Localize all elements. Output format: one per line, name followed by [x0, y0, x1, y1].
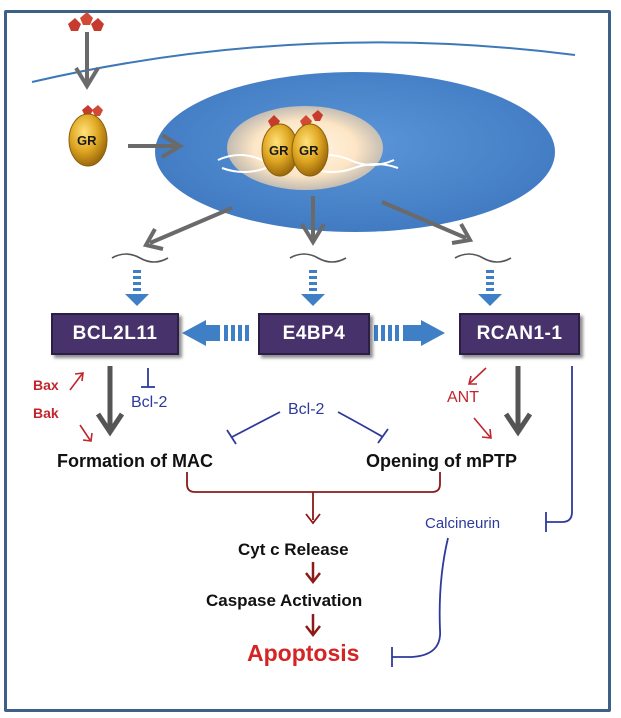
bax-label: Bax: [33, 377, 59, 393]
gene-box-bcl2l11: BCL2L11: [51, 313, 179, 355]
calcineurin-inhibit-apoptosis: [391, 537, 449, 667]
bcl2-inhibit-mac: [226, 411, 281, 445]
gr-label-dimer-1: GR: [269, 143, 289, 158]
bcl2-label-center: Bcl-2: [288, 401, 325, 418]
gene-box-rcan1: RCAN1-1: [459, 313, 580, 355]
calcineurin-label: Calcineurin: [425, 515, 501, 532]
bcl2-label-left: Bcl-2: [131, 394, 168, 411]
convergence-bracket: [186, 472, 441, 525]
e4bp4-to-bcl2l11-arrow: [182, 320, 249, 346]
bak-arrow: [79, 424, 93, 442]
caspase-activation-label: Caspase Activation: [206, 591, 363, 610]
cell-membrane: [31, 41, 576, 83]
cytc-to-caspase-arrow: [305, 562, 321, 585]
transcription-arrow-left: [142, 206, 233, 251]
mrna-left: [111, 253, 169, 263]
rcan1-to-mptp-arrow: [503, 366, 533, 437]
translation-arrow-right: [478, 270, 502, 306]
transcription-arrow-center: [300, 196, 326, 246]
caspase-to-apoptosis-arrow: [305, 614, 321, 638]
cytc-release-label: Cyt c Release: [238, 540, 349, 559]
rcan1-to-ant-arrow: [467, 367, 487, 385]
rcan1-inhibit-calcineurin: [545, 366, 573, 532]
apoptosis-label: Apoptosis: [247, 640, 360, 666]
ligand-entry-arrow: [74, 32, 100, 90]
transcription-arrow-right: [381, 200, 474, 245]
bcl2l11-to-mac-arrow: [95, 366, 125, 437]
ant-label: ANT: [447, 389, 479, 406]
gr-dimer: [261, 110, 329, 177]
gr-label-cytoplasm: GR: [77, 133, 97, 148]
ligand-icon: [68, 12, 104, 31]
e4bp4-to-rcan1-arrow: [374, 320, 445, 346]
gr-cytoplasm: [68, 105, 108, 167]
gr-translocation-arrow: [128, 133, 184, 159]
bcl2-inhibit-mptp: [337, 411, 389, 444]
mrna-center: [289, 253, 347, 263]
gr-label-dimer-2: GR: [299, 143, 319, 158]
translation-arrow-left: [125, 270, 149, 306]
ant-to-mptp-arrow: [473, 417, 492, 439]
mac-formation-label: Formation of MAC: [57, 451, 213, 471]
gene-box-e4bp4: E4BP4: [258, 313, 370, 355]
mptp-opening-label: Opening of mPTP: [366, 451, 517, 471]
bcl2-inhibit-left: [141, 368, 155, 388]
bax-arrow: [69, 372, 84, 391]
bak-label: Bak: [33, 405, 59, 421]
mrna-right: [454, 253, 512, 263]
translation-arrow-center: [301, 270, 325, 306]
